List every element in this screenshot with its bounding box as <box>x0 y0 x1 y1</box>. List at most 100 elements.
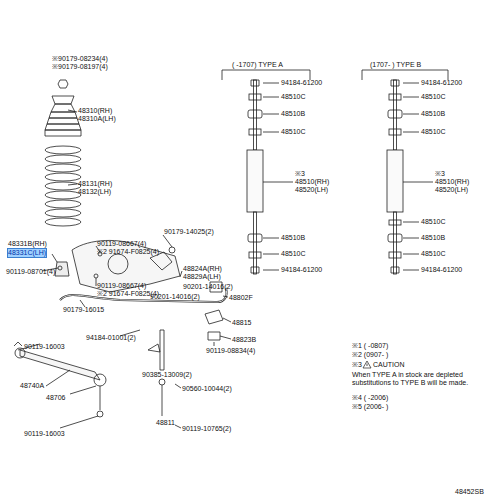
shock-part <box>247 150 263 212</box>
part-number: 48510C <box>281 128 306 136</box>
shock-part <box>387 150 403 212</box>
note-text: When TYPE A in stock are depleted substi… <box>352 371 480 387</box>
spring-coil <box>45 191 81 199</box>
part-number: 48824A(RH) <box>183 265 222 273</box>
spring-coil <box>45 164 81 172</box>
shock-part <box>403 222 419 223</box>
shock-part <box>248 234 262 242</box>
shock-part <box>254 80 257 150</box>
part-number: 48811 <box>156 419 175 427</box>
shock-part <box>403 83 419 84</box>
part-number: 90119-16003 <box>24 343 65 351</box>
part-number: 48310(RH) <box>78 107 112 115</box>
part-number: 90119-08667(4) <box>97 240 146 248</box>
shock-part <box>263 97 279 98</box>
shock-part <box>394 212 397 274</box>
part-number: 48510(RH) <box>295 178 329 186</box>
part-number: 48510(RH) <box>435 178 469 186</box>
part-number: 48510C <box>421 218 446 226</box>
part-number: 48452SB <box>455 488 484 496</box>
shock-part <box>251 80 259 86</box>
shock-part <box>251 267 259 273</box>
part-number: CAUTION <box>373 361 405 369</box>
spring-coil <box>45 155 81 163</box>
part-number: ※3 <box>295 170 305 178</box>
part-number: 48815 <box>232 319 251 327</box>
shock-part <box>391 267 399 273</box>
part-number: 90201-14016(2) <box>150 293 200 301</box>
part-number: 48331B(RH) <box>8 240 47 248</box>
part-number: ※2 91674-F0825(4) <box>97 290 159 298</box>
shock-part <box>254 212 257 274</box>
part-number: 90119-08701(4) <box>6 268 55 276</box>
part-number: 90179-14025(2) <box>164 228 214 236</box>
part-number: 48510B <box>281 234 305 242</box>
spring-coil <box>45 209 81 217</box>
shock-part <box>389 94 401 100</box>
part-number: 94184-61200 <box>281 79 322 87</box>
part-number: 48310A(LH) <box>78 115 116 123</box>
shock-part <box>248 110 262 118</box>
shock-part <box>403 132 419 133</box>
shock-part <box>403 114 419 115</box>
part-number: 48510B <box>421 110 445 118</box>
part-number: 48510B <box>281 110 305 118</box>
part-number: 48802F <box>229 294 253 302</box>
part-number: 48520(LH) <box>435 186 468 194</box>
part-number: 48510C <box>281 93 306 101</box>
shock-part <box>249 129 261 135</box>
shock-part <box>403 254 419 255</box>
shock-part <box>388 110 402 118</box>
part-number: ※5 (2006- ) <box>352 403 388 411</box>
shock-part <box>394 80 397 150</box>
part-number: 90119-16003 <box>24 430 65 438</box>
shock-part <box>389 129 401 135</box>
part-number: 48510C <box>421 93 446 101</box>
part-number: 90201-14016(2) <box>183 283 233 291</box>
spring-coil <box>45 182 81 190</box>
part-number: ※1 ( -0807) <box>352 342 388 350</box>
part-number: 48131(RH) <box>78 180 112 188</box>
part-number: 90179-16015 <box>63 306 104 314</box>
shock-part <box>249 94 261 100</box>
part-number: 94184-01001(2) <box>86 334 136 342</box>
part-number: 48823B <box>232 336 256 344</box>
part-number: 94184-61200 <box>421 266 462 274</box>
shock-part <box>403 270 419 271</box>
shock-part <box>388 234 402 242</box>
part-number: 94184-61200 <box>281 266 322 274</box>
spring-coil <box>45 218 81 226</box>
shock-part <box>263 83 279 84</box>
part-number: ※3 <box>435 170 445 178</box>
part-number: 90385-13009(2) <box>142 371 192 379</box>
part-number: 48510C <box>421 250 446 258</box>
shock-part <box>403 182 433 183</box>
shock-part <box>263 254 279 255</box>
part-number: 48740A <box>20 382 44 390</box>
part-number: 94184-61200 <box>421 79 462 87</box>
shock-part <box>403 238 419 239</box>
shock-part <box>389 252 401 258</box>
part-number: ※90179-08234(4) <box>52 55 108 63</box>
part-number: 90119-08667(4) <box>97 282 146 290</box>
part-number: ※4 ( -2006) <box>352 394 388 402</box>
shock-part <box>249 252 261 258</box>
part-number: ※90179-08197(4) <box>52 63 108 71</box>
part-number: 90560-10044(2) <box>182 385 232 393</box>
part-number: ※2 (0907- ) <box>352 351 388 359</box>
spring-coil <box>45 200 81 208</box>
part-number: ※2 91674-F0825(4) <box>97 248 159 256</box>
shock-part <box>263 238 279 239</box>
part-number: 48331C(LH) <box>8 249 46 257</box>
part-number: (1707- ) TYPE B <box>370 61 421 69</box>
part-number: 48520(LH) <box>295 186 328 194</box>
shock-part <box>263 132 279 133</box>
part-number: ※3 <box>352 361 362 369</box>
shock-part <box>263 114 279 115</box>
shock-part <box>403 97 419 98</box>
part-number: 48510C <box>421 128 446 136</box>
shock-part <box>391 80 399 86</box>
shock-part <box>263 270 279 271</box>
shock-part <box>389 220 401 225</box>
